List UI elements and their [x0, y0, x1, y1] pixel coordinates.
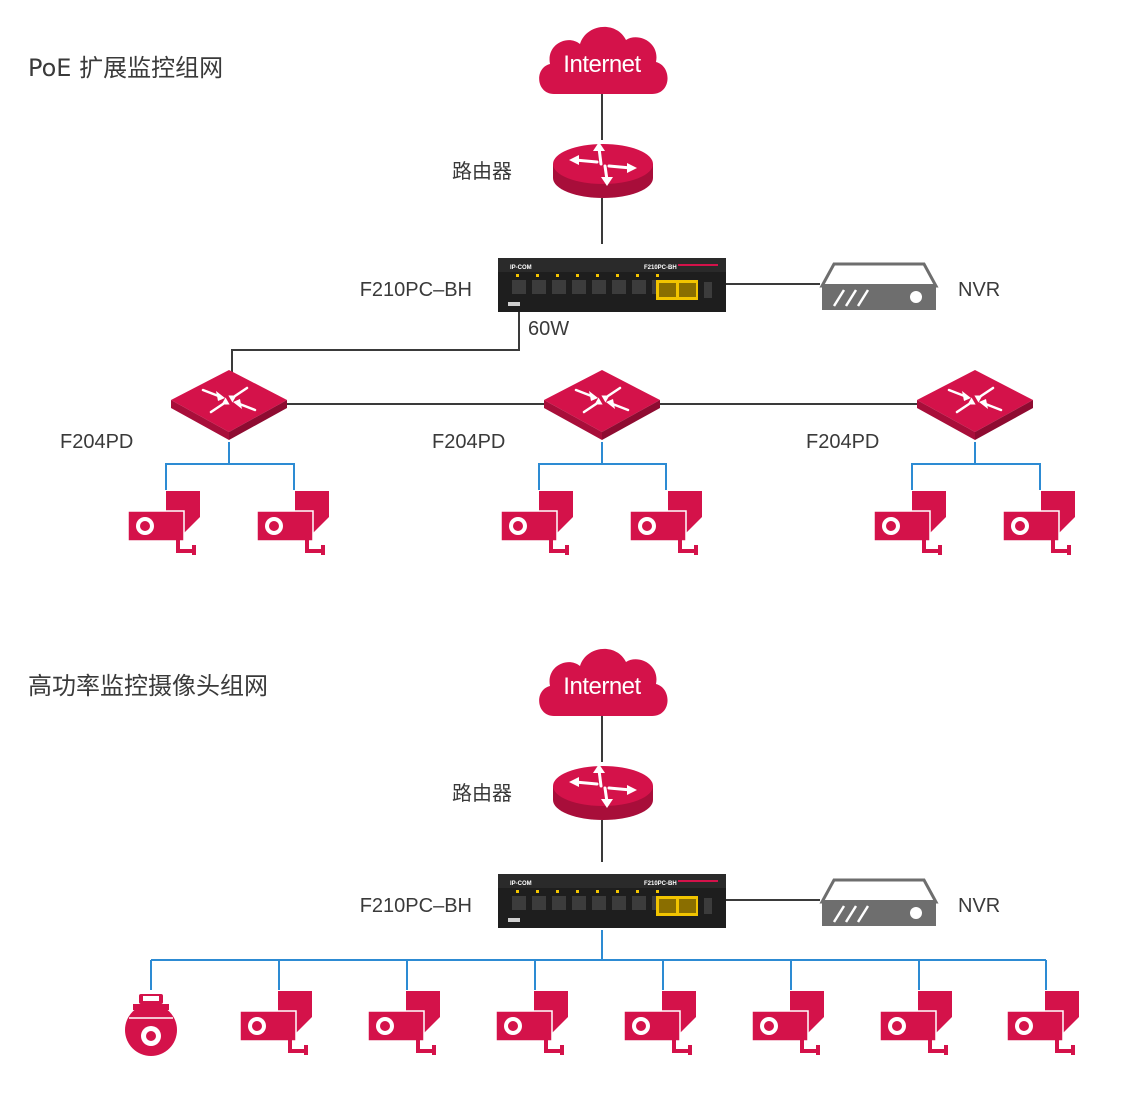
router-label-1: 路由器	[452, 159, 512, 183]
switch-label-2: F210PC–BH	[360, 895, 472, 917]
switch-brand-1: IP-COM	[510, 265, 532, 271]
bullet-camera-icon	[366, 989, 442, 1057]
bullet-camera-icon	[1001, 489, 1077, 557]
cameras-section-1	[126, 489, 1077, 557]
cameras-section-2	[124, 989, 1081, 1057]
bullet-camera-icon	[628, 489, 704, 557]
nvr-label-2: NVR	[958, 895, 1000, 917]
switch-label-1: F210PC–BH	[360, 279, 472, 301]
pd-label-1: F204PD	[60, 431, 133, 453]
internet-label-2: Internet	[563, 673, 641, 700]
pd-switch-icon	[169, 368, 289, 442]
pd-label-3: F204PD	[806, 431, 879, 453]
bullet-camera-icon	[1005, 989, 1081, 1057]
power-label: 60W	[528, 318, 569, 340]
switch-icon	[498, 258, 726, 312]
dome-camera-icon	[124, 993, 178, 1057]
pd-label-2: F204PD	[432, 431, 505, 453]
bullet-camera-icon	[622, 989, 698, 1057]
switch-icon	[498, 874, 726, 928]
internet-label-1: Internet	[563, 51, 641, 78]
bullet-camera-icon	[499, 489, 575, 557]
switch-model-2: F210PC-BH	[644, 881, 677, 887]
bullet-camera-icon	[255, 489, 331, 557]
switch-model-1: F210PC-BH	[644, 265, 677, 271]
router-label-2: 路由器	[452, 781, 512, 805]
nvr-icon	[820, 262, 938, 312]
pd-switch-icon	[915, 368, 1035, 442]
switch-brand-2: IP-COM	[510, 881, 532, 887]
nvr-icon	[820, 878, 938, 928]
links-section-1	[165, 94, 1041, 490]
router-icon	[551, 762, 655, 822]
bullet-camera-icon	[878, 989, 954, 1057]
links-section-2	[150, 716, 1047, 990]
section-title-2: 高功率监控摄像头组网	[28, 672, 268, 700]
bullet-camera-icon	[126, 489, 202, 557]
nvr-label-1: NVR	[958, 279, 1000, 301]
bullet-camera-icon	[238, 989, 314, 1057]
pd-switch-icon	[542, 368, 662, 442]
bullet-camera-icon	[872, 489, 948, 557]
router-icon	[551, 140, 655, 200]
bullet-camera-icon	[750, 989, 826, 1057]
bullet-camera-icon	[494, 989, 570, 1057]
section-title-1: PoE 扩展监控组网	[28, 54, 223, 82]
